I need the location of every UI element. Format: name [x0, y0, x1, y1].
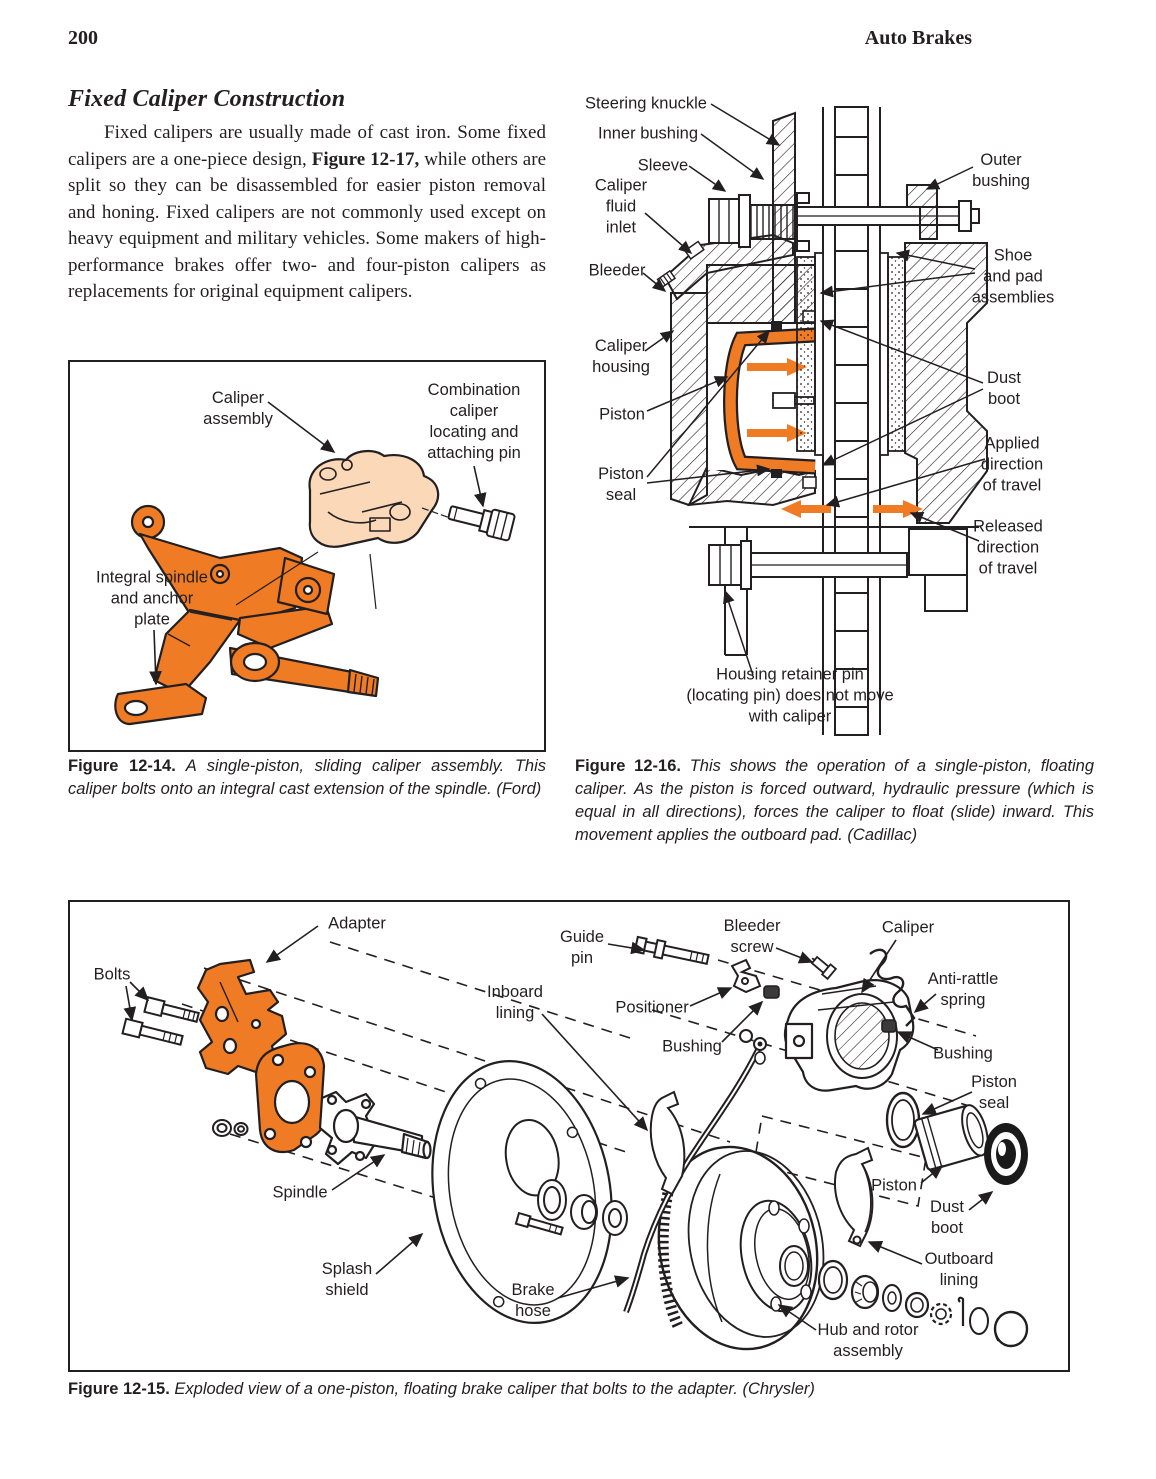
- label-outer-bushing: Outer bushing: [972, 151, 1030, 190]
- bleeder-screw-drawing: [810, 955, 838, 981]
- label-brake-hose: Brake hose: [511, 1281, 555, 1320]
- leader-lines: [235, 507, 451, 610]
- label-shoe-and-pad: Shoe and pad assemblies: [971, 246, 1055, 307]
- label-spindle: Spindle: [272, 1183, 328, 1202]
- body-paragraph: Fixed calipers are usually made of cast …: [68, 120, 546, 306]
- label-caliper: Caliper: [881, 918, 935, 937]
- inboard-lining-drawing: [649, 1090, 686, 1196]
- caliper-housing-drawing: [656, 233, 816, 507]
- label-bleeder-screw: Bleeder screw: [723, 917, 781, 956]
- label-released-direction: Released direction of travel: [973, 517, 1043, 578]
- label-sleeve: Sleeve: [637, 156, 689, 175]
- section-heading: Fixed Caliper Construction: [68, 86, 346, 112]
- caption-16-number: Figure 12-16.: [575, 757, 681, 775]
- anti-rattle-spring-drawing: [869, 948, 916, 1027]
- nut-and-washer: [212, 1119, 249, 1137]
- outboard-caliper-leg: [904, 242, 988, 524]
- label-outboard-lining: Outboard lining: [924, 1250, 994, 1289]
- bushing-right-drawing: [881, 1019, 897, 1033]
- label-piston-seal: Piston seal: [971, 1073, 1017, 1112]
- lower-caliper-drawing: [689, 526, 979, 656]
- body-rest: while others are split so they can be di…: [68, 148, 546, 303]
- figure-12-15: Adapter Bolts Guide pin Inboard lining P…: [68, 900, 1070, 1372]
- label-arrows: [642, 103, 986, 676]
- label-caliper-fluid-inlet: Caliper fluid inlet: [594, 176, 648, 237]
- label-housing-retainer-pin: Housing retainer pin (locating pin) does…: [686, 665, 894, 726]
- bushing-left-drawing: [763, 985, 780, 999]
- label-inboard-lining: Inboard lining: [487, 983, 543, 1022]
- caption-15-text: Exploded view of a one-piston, floating …: [169, 1380, 815, 1398]
- label-caliper-assembly: Caliper assembly: [203, 389, 273, 428]
- caliper-assembly-drawing: [308, 450, 440, 548]
- label-arrows: [123, 925, 994, 1331]
- sliding-caliper-illustration: [114, 401, 516, 726]
- label-steering-knuckle: Steering knuckle: [585, 94, 707, 113]
- caption-16-text: This shows the operation of a single-pis…: [575, 757, 1094, 844]
- label-caliper-housing: Caliper housing: [592, 337, 650, 376]
- piston-seal-drawing: [885, 1091, 921, 1149]
- label-bushing-right: Bushing: [933, 1044, 993, 1063]
- label-piston: Piston: [599, 405, 645, 424]
- caption-14-text: A single-piston, sliding caliper assembl…: [68, 757, 547, 798]
- label-hub-rotor-assembly: Hub and rotor assembly: [817, 1321, 919, 1360]
- label-inner-bushing: Inner bushing: [598, 124, 698, 143]
- bolts-drawing: [121, 996, 200, 1046]
- label-bushing-left: Bushing: [662, 1037, 722, 1056]
- label-splash-shield: Splash shield: [321, 1260, 373, 1299]
- rotor-and-hub-drawing: [657, 1145, 825, 1351]
- exploded-caliper-illustration: [121, 925, 1029, 1351]
- spindle-drawing: [318, 1090, 432, 1166]
- caliper-travel-arrows: [781, 500, 923, 518]
- figure-12-16-caption: Figure 12-16. This shows the operation o…: [575, 755, 1094, 847]
- label-bleeder: Bleeder: [588, 261, 646, 280]
- housing-retainer-pin-drawing: [708, 540, 908, 590]
- label-dust-boot: Dust boot: [930, 1198, 964, 1237]
- dust-boot-drawing: [984, 1123, 1028, 1185]
- hub-hardware-row: [817, 1259, 1029, 1348]
- label-guide-pin: Guide pin: [559, 928, 605, 967]
- label-arrows: [149, 401, 487, 686]
- integral-spindle-drawing: [114, 504, 380, 726]
- figure-12-14-caption: Figure 12-14. A single-piston, sliding c…: [68, 755, 546, 801]
- figure-12-14: Caliper assembly Combination caliper loc…: [68, 360, 546, 752]
- shoe-and-pad-drawings: [796, 252, 906, 456]
- label-adapter: Adapter: [328, 914, 386, 933]
- running-header: Auto Brakes: [864, 27, 972, 49]
- guide-pin-drawing: [633, 935, 710, 966]
- label-anti-rattle-spring: Anti-rattle spring: [927, 970, 999, 1009]
- label-dust-boot: Dust boot: [987, 369, 1021, 408]
- floating-caliper-cross-section: [642, 103, 988, 736]
- inner-bearing-parts: [514, 1179, 628, 1236]
- outboard-lining-drawing: [834, 1146, 874, 1248]
- page-number: 200: [68, 27, 98, 49]
- positioner-drawing: [730, 958, 762, 994]
- figure-reference: Figure 12-17,: [311, 148, 420, 170]
- label-integral-spindle: Integral spindle and anchor plate: [96, 568, 208, 629]
- label-piston: Piston: [871, 1176, 917, 1195]
- body-lead: Fixed calipers are usually made of cast …: [68, 122, 546, 170]
- caption-14-number: Figure 12-14.: [68, 757, 176, 775]
- label-piston-seal: Piston seal: [598, 465, 644, 504]
- piston-drawing-exploded: [913, 1104, 989, 1171]
- label-positioner: Positioner: [615, 998, 689, 1017]
- label-applied-direction: Applied direction of travel: [980, 434, 1044, 495]
- label-bolts: Bolts: [93, 965, 131, 984]
- label-combination-pin: Combination caliper locating and attachi…: [427, 381, 521, 462]
- figure-12-16: Steering knuckle Inner bushing Sleeve Ca…: [575, 95, 1075, 745]
- attaching-pin-drawing: [447, 505, 516, 542]
- rotor-cross-section: [822, 106, 881, 736]
- caption-15-number: Figure 12-15.: [68, 1380, 170, 1398]
- figure-12-15-caption: Figure 12-15. Exploded view of a one-pis…: [68, 1378, 1008, 1401]
- mounting-plate-drawing: [254, 1042, 328, 1154]
